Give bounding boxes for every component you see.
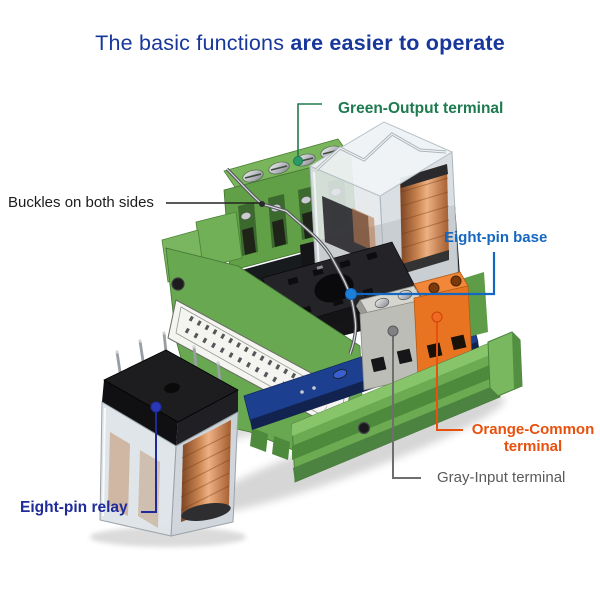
label-eight-pin-relay: Eight-pin relay (20, 499, 128, 516)
leader-eight-pin-base (345, 252, 496, 300)
orange-common-terminal-block (413, 271, 473, 377)
relay-coil (180, 420, 231, 522)
title-regular: The basic functions (95, 31, 291, 55)
rail-screw (357, 421, 371, 435)
leader-green-output (293, 103, 322, 166)
copper-coil (400, 164, 450, 274)
label-gray-input-terminal: Gray-Input terminal (437, 469, 566, 486)
label-buckles-on-both-sides: Buckles on both sides (8, 194, 154, 211)
gray-input-terminal-block (356, 285, 427, 391)
label-orange-common-line2: terminal (503, 438, 563, 455)
page-title: The basic functions are easier to operat… (0, 31, 600, 56)
pcb-component (332, 369, 348, 379)
din-rail (291, 331, 523, 483)
mounting-screw (171, 277, 185, 291)
leader-lines (141, 103, 496, 513)
label-green-output-terminal: Green-Output terminal (338, 100, 504, 117)
leader-gray-input (387, 325, 421, 479)
leader-eight-pin-relay (141, 401, 162, 513)
label-eight-pin-base: Eight-pin base (444, 229, 548, 246)
title-bold: are easier to operate (290, 31, 505, 55)
label-orange-common-line1: Orange-Common (471, 421, 595, 438)
leader-orange-common (431, 311, 463, 431)
relay-top-clip (314, 132, 447, 172)
label-orange-common-terminal: Orange-Common terminal (468, 421, 598, 455)
